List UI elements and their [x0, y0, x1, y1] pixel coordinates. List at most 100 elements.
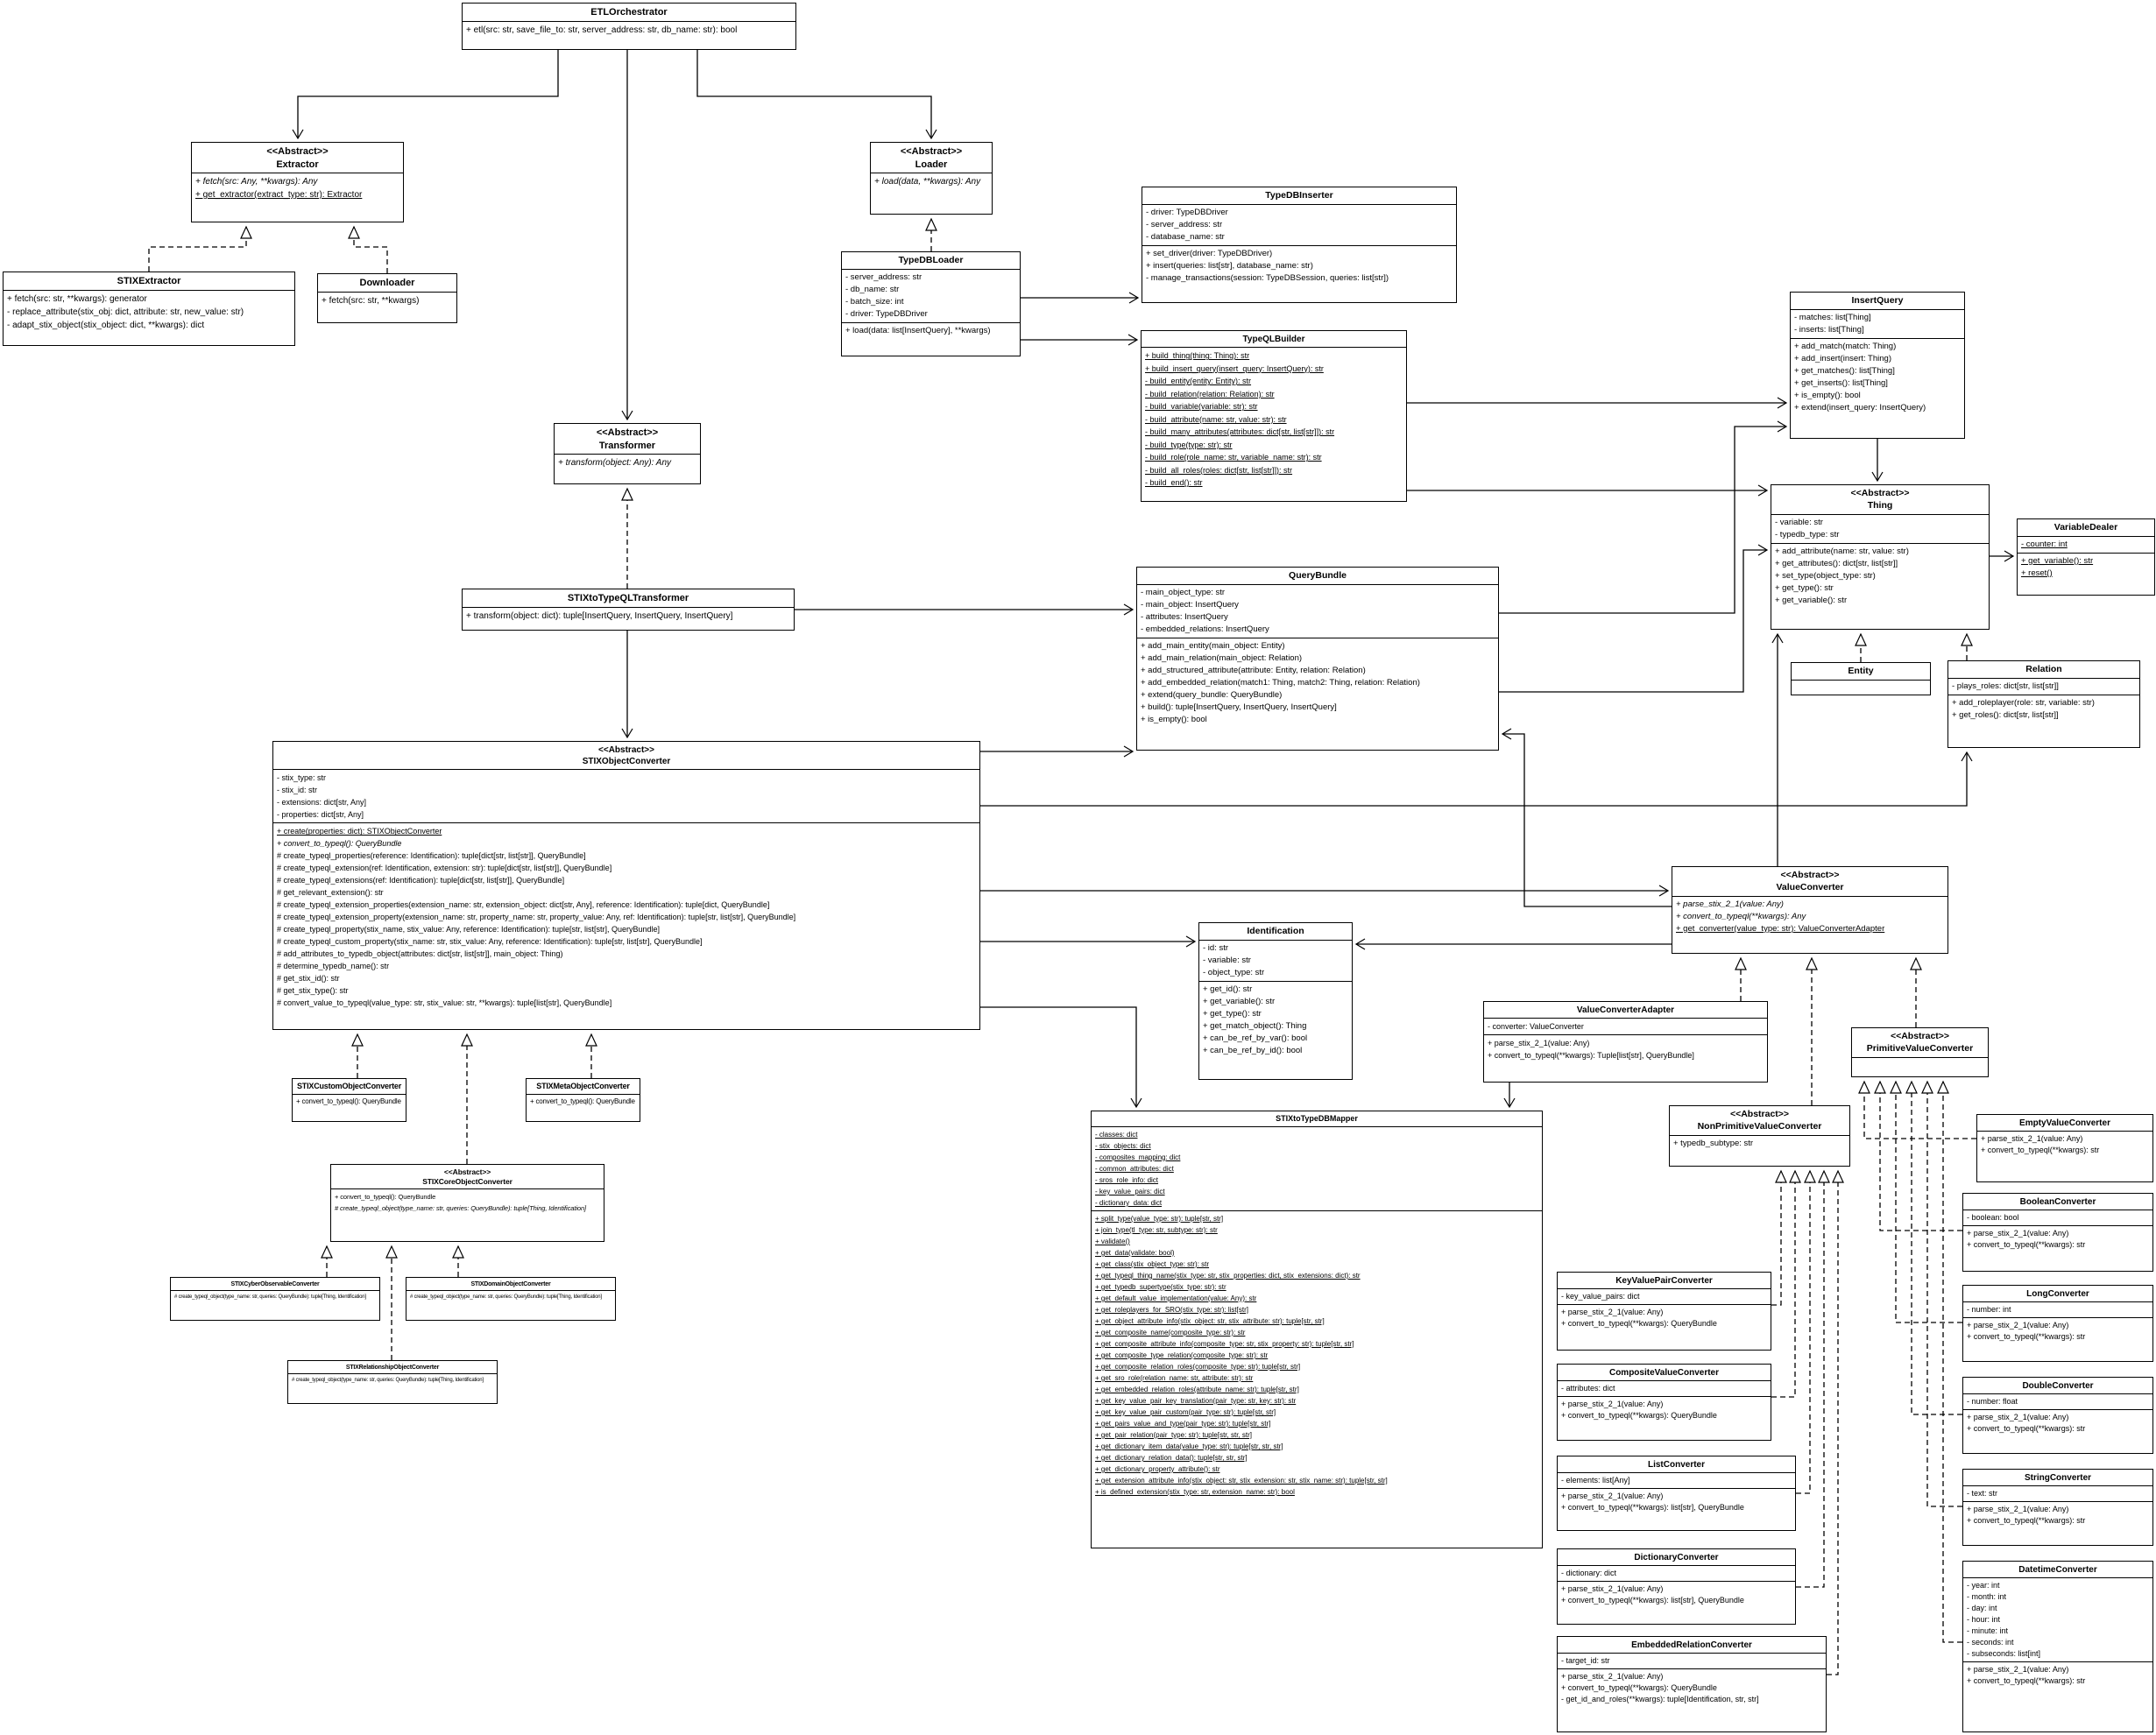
class-title: LongConverter: [1963, 1286, 2152, 1303]
class-value-converter-adapter[interactable]: ValueConverterAdapter- converter: ValueC…: [1483, 1001, 1768, 1083]
class-member: - sros_role_info: dict: [1095, 1175, 1159, 1184]
class-member: - dictionary: dict: [1561, 1569, 1617, 1578]
class-member: + get_object_attribute_info(stix_object:…: [1095, 1316, 1325, 1325]
class-long-converter[interactable]: LongConverter- number: int+ parse_stix_2…: [1962, 1285, 2153, 1362]
stereotype-label: <<Abstract>>: [900, 146, 963, 157]
attributes-compartment: - variable: str- typedb_type: str: [1771, 515, 1989, 544]
class-title: <<Abstract>>NonPrimitiveValueConverter: [1670, 1106, 1849, 1136]
class-name: Loader: [915, 159, 948, 170]
class-variable-dealer[interactable]: VariableDealer- counter: int+ get_variab…: [2017, 518, 2155, 596]
class-thing[interactable]: <<Abstract>>Thing- variable: str- typedb…: [1771, 484, 1990, 630]
class-embedded-relation-converter[interactable]: EmbeddedRelationConverter- target_id: st…: [1557, 1636, 1827, 1732]
class-title: KeyValuePairConverter: [1558, 1273, 1771, 1290]
class-double-converter[interactable]: DoubleConverter- number: float+ parse_st…: [1962, 1377, 2153, 1454]
class-dictionary-converter[interactable]: DictionaryConverter- dictionary: dict+ p…: [1557, 1548, 1796, 1625]
class-title: STIXDomainObjectConverter: [406, 1278, 615, 1292]
class-title: VariableDealer: [2018, 519, 2154, 537]
class-stix-domain-object-converter[interactable]: STIXDomainObjectConverter# create_typeql…: [406, 1277, 616, 1321]
class-composite-value-converter[interactable]: CompositeValueConverter- attributes: dic…: [1557, 1364, 1771, 1441]
association-connector: [292, 50, 559, 140]
class-member: - server_address: str: [1146, 219, 1223, 229]
class-non-primitive-value-converter[interactable]: <<Abstract>>NonPrimitiveValueConverter+ …: [1669, 1105, 1850, 1167]
class-stix-extractor[interactable]: STIXExtractor+ fetch(src: str, **kwargs)…: [3, 272, 295, 346]
class-title: BooleanConverter: [1963, 1194, 2152, 1211]
class-member: - elements: list[Any]: [1561, 1476, 1630, 1485]
methods-compartment: + fetch(src: str, **kwargs): generator- …: [4, 291, 294, 345]
class-member: + get_data(validate: bool): [1095, 1248, 1175, 1257]
class-typeql-builder[interactable]: TypeQLBuilder+ build_thing(thing: Thing)…: [1141, 330, 1407, 502]
class-boolean-converter[interactable]: BooleanConverter- boolean: bool+ parse_s…: [1962, 1193, 2153, 1272]
class-typedb-inserter[interactable]: TypeDBInserter- driver: TypeDBDriver- se…: [1142, 187, 1457, 303]
class-primitive-value-converter[interactable]: <<Abstract>>PrimitiveValueConverter: [1851, 1027, 1989, 1077]
methods-compartment: + parse_stix_2_1(value: Any)+ convert_to…: [1558, 1669, 1826, 1731]
methods-compartment: + load(data, **kwargs): Any: [871, 173, 992, 214]
methods-compartment: + parse_stix_2_1(value: Any)+ convert_to…: [1484, 1035, 1767, 1082]
class-insert-query[interactable]: InsertQuery- matches: list[Thing]- inser…: [1790, 292, 1965, 439]
class-member: - attributes: InsertQuery: [1141, 611, 1228, 622]
class-value-converter[interactable]: <<Abstract>>ValueConverter+ parse_stix_2…: [1672, 866, 1948, 954]
class-member: + is_defined_extension(stix_type: str, e…: [1095, 1487, 1295, 1496]
class-relation[interactable]: Relation- plays_roles: dict[str, list[st…: [1947, 660, 2140, 748]
class-entity[interactable]: Entity: [1791, 662, 1931, 695]
attributes-compartment: - number: int: [1963, 1302, 2152, 1319]
class-member: + join_type(tl_type: str, subtype: str):…: [1095, 1225, 1218, 1234]
class-member: + convert_to_typeql(): QueryBundle: [277, 839, 402, 849]
methods-compartment: + add_main_entity(main_object: Entity)+ …: [1137, 638, 1498, 750]
class-stix-relationship-object-converter[interactable]: STIXRelationshipObjectConverter# create_…: [287, 1360, 498, 1404]
class-name: STIXObjectConverter: [582, 757, 671, 767]
class-member: - build_attribute(name: str, value: str)…: [1145, 414, 1287, 424]
stereotype-label: <<Abstract>>: [266, 146, 329, 157]
class-member: - driver: TypeDBDriver: [845, 308, 928, 319]
class-name: ValueConverterAdapter: [1576, 1005, 1675, 1015]
class-member: + get_sro_role(relation_name: str, attri…: [1095, 1373, 1254, 1382]
class-name: Identification: [1247, 926, 1304, 936]
class-stix-custom-object-converter[interactable]: STIXCustomObjectConverter+ convert_to_ty…: [292, 1078, 406, 1122]
class-identification[interactable]: Identification- id: str- variable: str- …: [1198, 922, 1353, 1080]
class-name: InsertQuery: [1851, 295, 1904, 306]
methods-compartment: + get_id(): str+ get_variable(): str+ ge…: [1199, 982, 1352, 1079]
class-member: - adapt_stix_object(stix_object: dict, *…: [7, 320, 205, 330]
class-member: + get_converter(value_type: str): ValueC…: [1676, 923, 1885, 934]
class-member: - get_id_and_roles(**kwargs): tuple[Iden…: [1561, 1695, 1759, 1704]
class-stix-meta-object-converter[interactable]: STIXMetaObjectConverter+ convert_to_type…: [526, 1078, 640, 1122]
association-connector: [1499, 420, 1788, 614]
methods-compartment: + add_attribute(name: str, value: str)+ …: [1771, 544, 1989, 629]
class-downloader[interactable]: Downloader+ fetch(src: str, **kwargs): [317, 273, 457, 323]
methods-compartment: + parse_stix_2_1(value: Any)+ convert_to…: [1963, 1662, 2152, 1731]
class-key-value-pair-converter[interactable]: KeyValuePairConverter - key_value_pairs: …: [1557, 1272, 1771, 1351]
class-query-bundle[interactable]: QueryBundle- main_object_type: str- main…: [1136, 567, 1499, 751]
class-member: - variable: str: [1203, 955, 1251, 965]
class-member: # create_typeql_extension(ref: Identific…: [277, 864, 612, 873]
class-stix-core-object-converter[interactable]: <<Abstract>>STIXCoreObjectConverter+ con…: [330, 1164, 604, 1242]
class-member: + get_roleplayers_for_SRO(stix_type: str…: [1095, 1305, 1248, 1314]
class-empty-value-converter[interactable]: EmptyValueConverter+ parse_stix_2_1(valu…: [1976, 1114, 2153, 1182]
class-extractor[interactable]: <<Abstract>>Extractor+ fetch(src: Any, *…: [191, 142, 404, 222]
class-loader[interactable]: <<Abstract>> Loader + load(data, **kwargs)…: [870, 142, 993, 215]
class-member: + parse_stix_2_1(value: Any): [1488, 1039, 1590, 1048]
class-list-converter[interactable]: ListConverter- elements: list[Any]+ pars…: [1557, 1456, 1796, 1531]
class-member: - key_value_pairs: dict: [1561, 1292, 1640, 1301]
class-transformer[interactable]: <<Abstract>>Transformer+ transform(objec…: [554, 423, 701, 484]
class-stix-to-typeql-transformer[interactable]: STIXtoTypeQLTransformer+ transform(objec…: [462, 589, 795, 631]
class-string-converter[interactable]: StringConverter- text: str+ parse_stix_2…: [1962, 1469, 2153, 1546]
class-member: + can_be_ref_by_id(): bool: [1203, 1045, 1303, 1055]
class-typedb-loader[interactable]: TypeDBLoader- server_address: str- db_na…: [841, 251, 1021, 356]
methods-compartment: + convert_to_typeql(): QueryBundle: [527, 1095, 640, 1121]
class-member: - object_type: str: [1203, 967, 1265, 977]
class-etl-orchestrator[interactable]: ETLOrchestrator+ etl(src: str, save_file…: [462, 3, 796, 50]
class-member: - typedb_type: str: [1775, 529, 1840, 540]
class-member: - build_relation(relation: Relation): st…: [1145, 389, 1275, 398]
class-member: # create_typeql_extension_properties(ext…: [277, 900, 770, 910]
class-name: Thing: [1867, 499, 1893, 511]
class-member: + parse_stix_2_1(value: Any): [1561, 1584, 1664, 1594]
methods-compartment: + typedb_subtype: str: [1670, 1136, 1849, 1166]
class-stix-to-typedb-mapper[interactable]: STIXtoTypeDBMapper- classes: dict- stix_…: [1091, 1111, 1543, 1548]
class-datetime-converter[interactable]: DatetimeConverter- year: int- month: int…: [1962, 1561, 2153, 1732]
class-member: - plays_roles: dict[str, list[str]]: [1952, 681, 2059, 691]
class-stix-object-converter[interactable]: <<Abstract>>STIXObjectConverter- stix_ty…: [272, 741, 980, 1030]
class-stix-cyber-observable-converter[interactable]: STIXCyberObservableConverter# create_typ…: [170, 1277, 380, 1321]
methods-compartment: + transform(object: Any): Any: [555, 455, 700, 483]
class-member: + get_matches(): list[Thing]: [1794, 365, 1895, 376]
class-title: TypeDBLoader: [842, 252, 1020, 270]
class-member: # add_attributes_to_typedb_object(attrib…: [277, 949, 563, 959]
